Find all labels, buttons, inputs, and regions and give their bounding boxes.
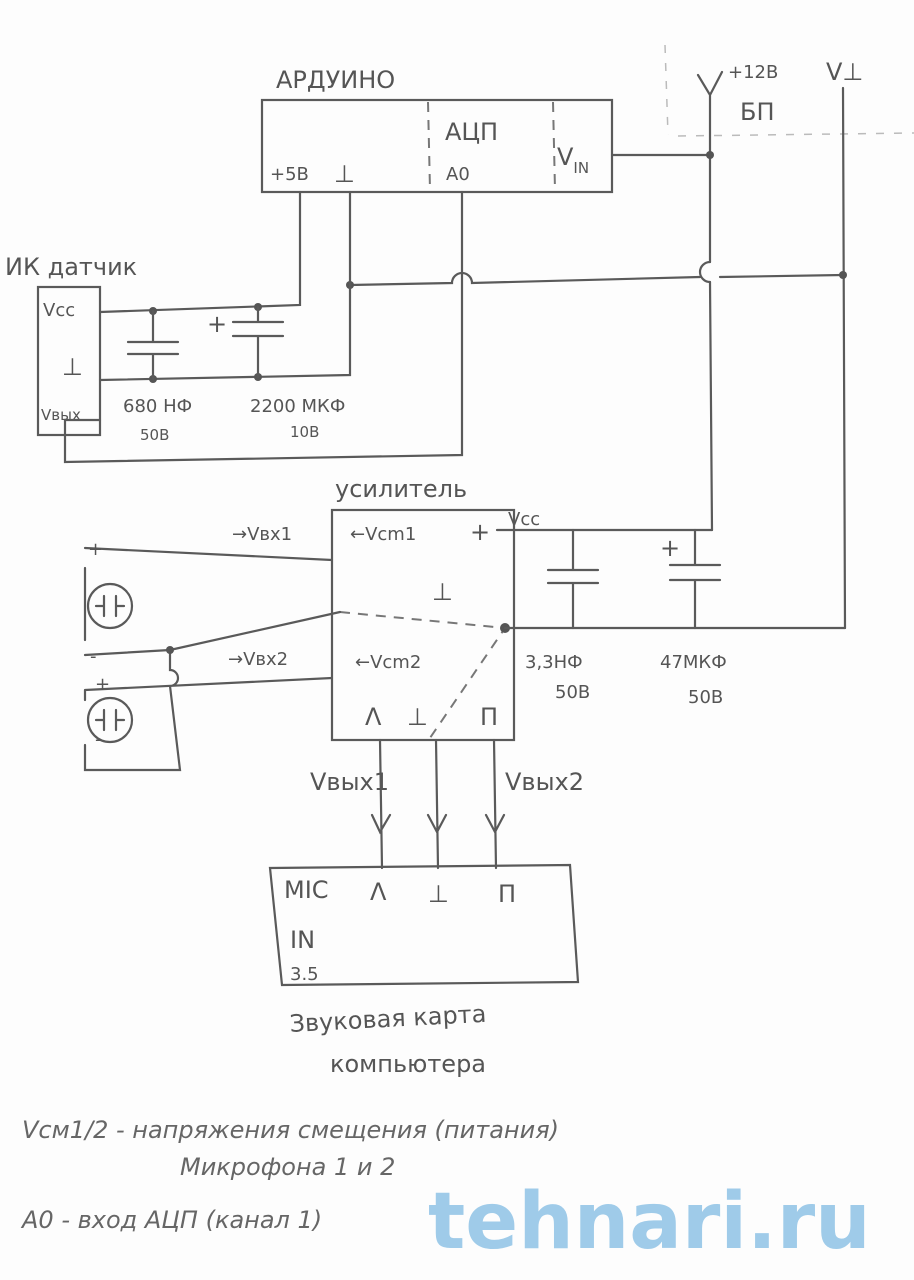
sensor-vout: Vвых <box>41 406 81 424</box>
note-line: A0 - вход АЦП (канал 1) <box>20 1206 322 1234</box>
cap-voltage: 50В <box>555 682 590 703</box>
amp-vout2: Vвых2 <box>505 768 584 796</box>
cap-value: 3,3НФ <box>525 652 583 673</box>
cap-voltage: 10В <box>290 423 319 441</box>
microphone-icon <box>86 582 134 630</box>
wire-hop <box>698 260 712 284</box>
pin-gnd: ⊥ <box>334 160 355 188</box>
arduino-divider <box>552 101 556 191</box>
psu-12v: +12В <box>728 62 778 83</box>
cap-voltage: 50В <box>688 687 723 708</box>
sensor-gnd: ⊥ <box>62 353 83 381</box>
cap-polarity: + <box>207 310 227 338</box>
amp-plus: + <box>470 518 490 546</box>
capacitor-icon <box>231 305 285 379</box>
amp-left: Λ <box>365 703 382 731</box>
capacitor-icon <box>546 528 600 630</box>
amp-title: усилитель <box>335 475 467 503</box>
amp-vout1: Vвых1 <box>310 768 389 796</box>
cap-value: 47МКФ <box>660 652 727 673</box>
sensor-vcc: Vcc <box>43 300 75 321</box>
mic-minus: - <box>95 729 102 750</box>
note-line: Микрофона 1 и 2 <box>180 1153 395 1181</box>
sensor-title: ИК датчик <box>5 253 137 281</box>
soundcard-caption: Звуковая карта <box>289 1000 487 1038</box>
cap-voltage: 50В <box>140 426 169 444</box>
cap-polarity: + <box>660 534 680 562</box>
capacitor-icon <box>668 528 722 630</box>
pin-vin: VIN <box>557 143 589 177</box>
soundcard-jack: 3.5 <box>290 964 319 985</box>
psu-label: БП <box>740 98 775 126</box>
antenna-icon <box>696 70 724 532</box>
psu-border <box>664 44 669 136</box>
adc-label: АЦП <box>445 118 498 146</box>
amp-gnd-out: ⊥ <box>407 703 428 731</box>
mic-minus: - <box>90 646 97 667</box>
capacitor-icon <box>126 309 180 381</box>
note-line: Vсм1/2 - напряжения смещения (питания) <box>22 1116 559 1144</box>
soundcard-caption: компьютера <box>330 1050 486 1078</box>
soundcard-gnd: ⊥ <box>428 880 449 908</box>
watermark-logo: tehnari.ru <box>428 1177 871 1267</box>
arduino-box <box>260 98 614 194</box>
mic-plus: + <box>95 674 110 695</box>
amp-gnd: ⊥ <box>432 578 453 606</box>
soundcard-mic: MIC <box>284 876 329 904</box>
arduino-divider <box>427 101 431 191</box>
amp-vcm1: ←Vcm1 <box>350 524 416 545</box>
pin-5v: +5В <box>270 164 309 185</box>
microphone-icon <box>86 696 134 744</box>
soundcard-left: Λ <box>370 878 387 906</box>
amp-vcm2: ←Vcm2 <box>355 652 421 673</box>
arrow-down-icon <box>370 738 506 870</box>
soundcard-in: IN <box>290 926 315 954</box>
amp-vcc: Vcc <box>508 509 540 530</box>
amp-vin1: →Vвх1 <box>232 524 292 545</box>
mic-plus: + <box>88 539 103 560</box>
soundcard-box <box>268 863 580 987</box>
psu-border <box>677 132 914 137</box>
pin-a0: A0 <box>446 164 470 185</box>
amp-vin2: →Vвх2 <box>228 649 288 670</box>
soundcard-right: П <box>498 880 516 908</box>
amplifier-box <box>330 508 516 742</box>
ir-sensor-box <box>36 285 102 437</box>
psu-gnd: V⊥ <box>826 58 863 86</box>
amp-right: П <box>480 703 498 731</box>
cap-value: 2200 МКФ <box>250 396 345 417</box>
cap-value: 680 НФ <box>123 396 192 417</box>
arduino-title: АРДУИНО <box>276 66 395 94</box>
